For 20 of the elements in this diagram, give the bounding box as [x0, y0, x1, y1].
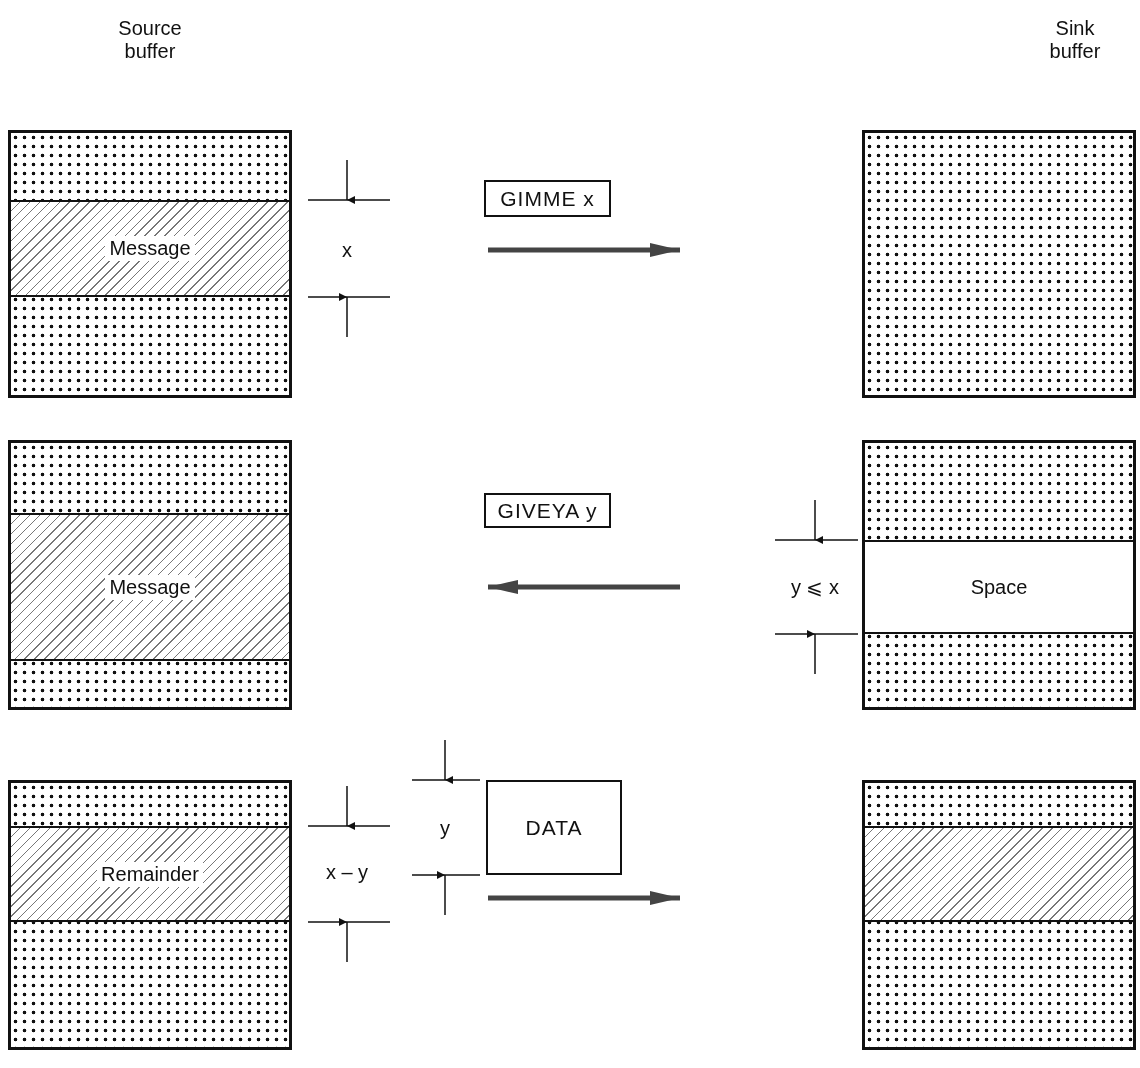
buffer-box: [862, 440, 1136, 710]
message-box: DATA: [486, 780, 622, 875]
column-heading: Sink buffer: [1048, 17, 1102, 63]
hatched-band: Remainder: [11, 826, 289, 922]
dimension-label: y: [440, 816, 450, 840]
buffer-box: [862, 780, 1136, 1050]
message-box: GIMME x: [484, 180, 611, 217]
space-band: Space: [865, 540, 1133, 634]
hatched-band: Message: [11, 200, 289, 297]
hatched-band: [865, 826, 1133, 922]
buffer-box: [8, 780, 292, 1050]
buffer-box: [862, 130, 1136, 398]
dimension-label: x – y: [325, 860, 369, 884]
hatched-band: Message: [11, 513, 289, 661]
message-box: GIVEYA y: [484, 493, 611, 528]
column-heading: Source buffer: [117, 17, 183, 63]
dimension-label: x: [342, 238, 352, 262]
dimension-label: y ⩽ x: [790, 575, 840, 599]
buffer-box: [8, 440, 292, 710]
buffer-box: [8, 130, 292, 398]
